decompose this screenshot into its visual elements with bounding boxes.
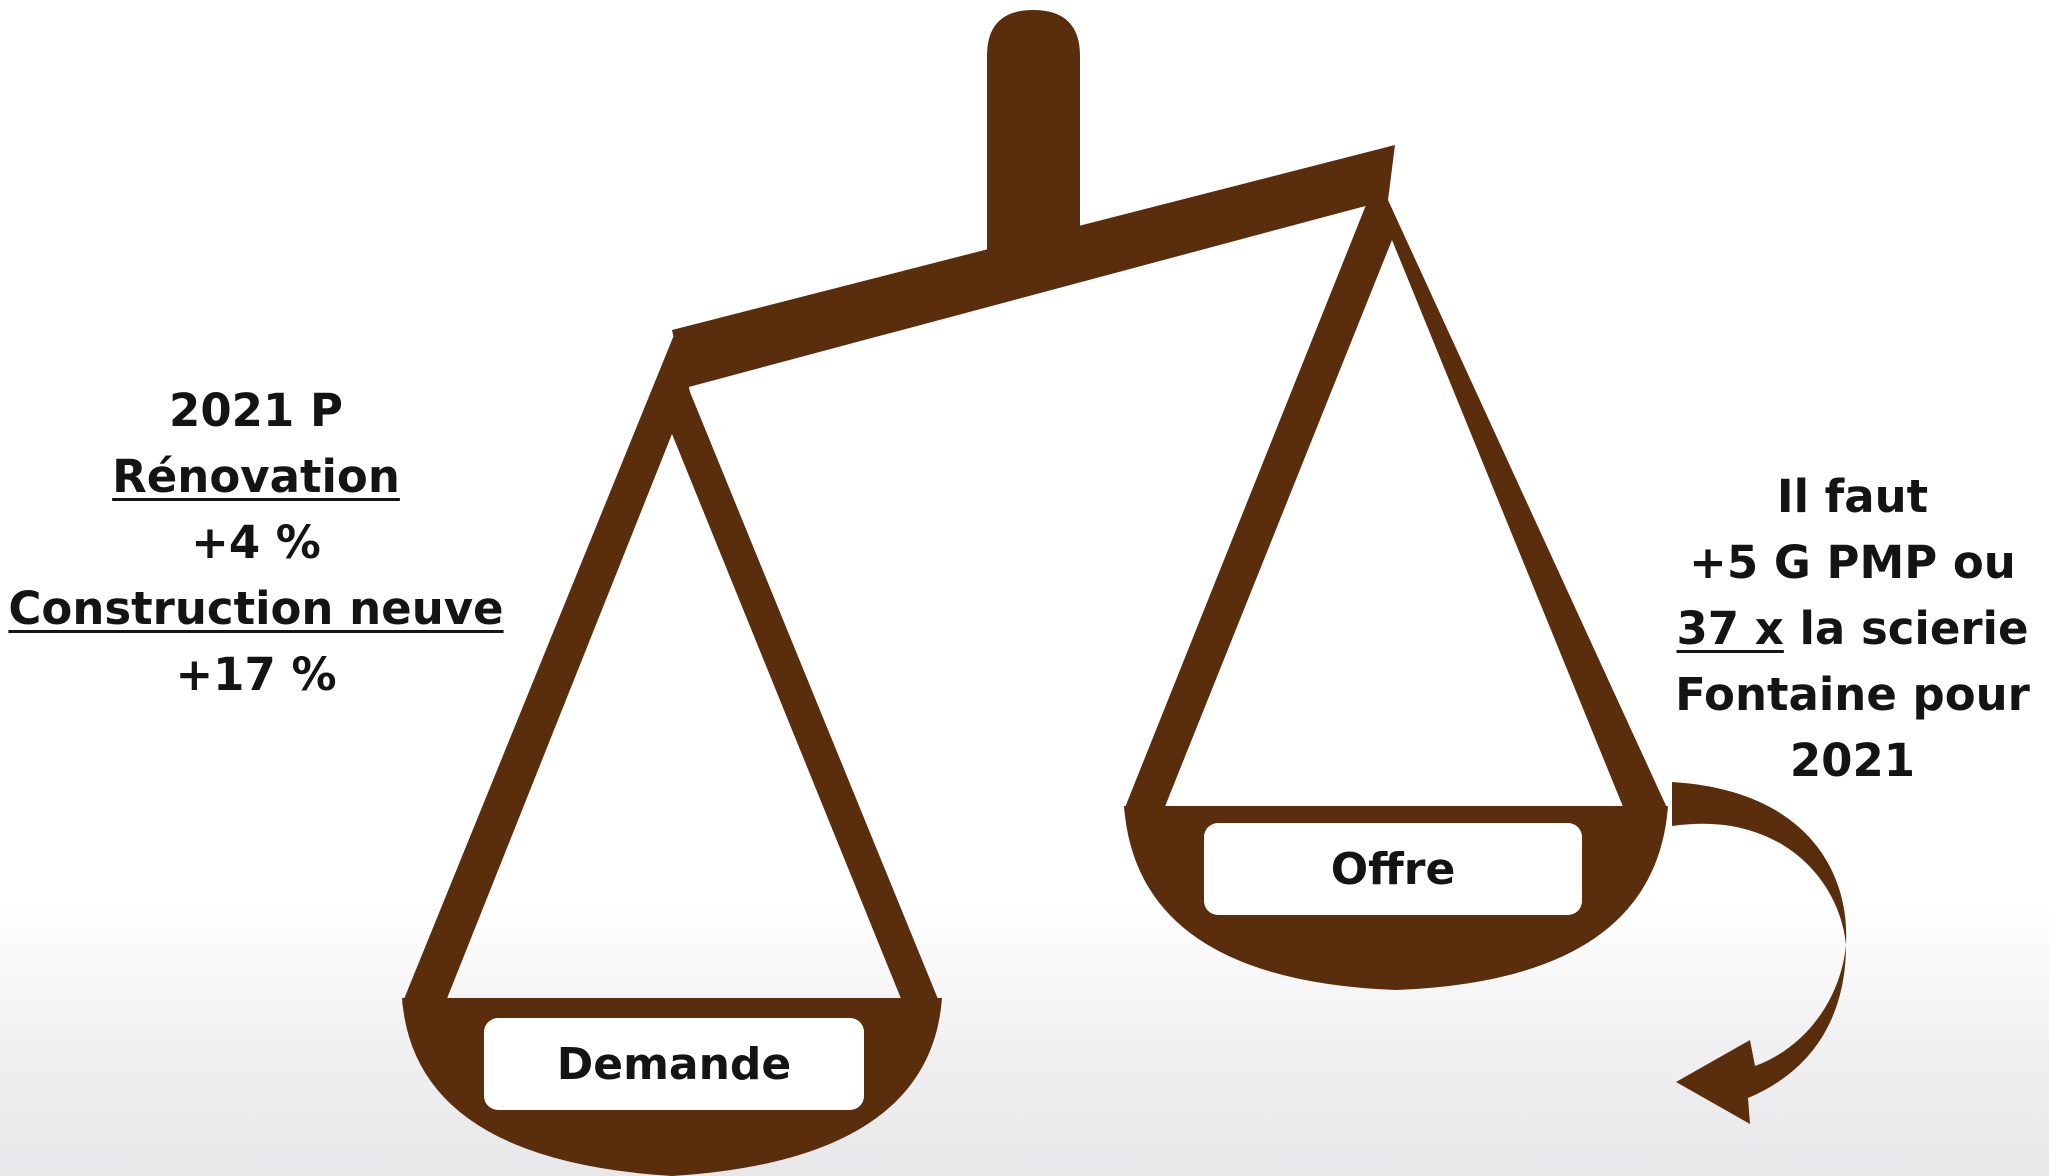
left-note-renovation-value: +4 % xyxy=(191,516,321,569)
left-note: 2021 P Rénovation +4 % Construction neuv… xyxy=(0,378,512,708)
right-note-line5: 2021 xyxy=(1789,734,1916,787)
curved-arrow-down-icon xyxy=(1672,782,1847,1124)
right-note-line2: +5 G PMP ou xyxy=(1689,536,2016,589)
right-note-multiplier: 37 x xyxy=(1676,602,1784,655)
left-note-construction-value: +17 % xyxy=(175,648,337,701)
left-note-year: 2021 P xyxy=(169,384,343,437)
right-pan-strings xyxy=(1124,145,1668,814)
left-note-renovation-heading: Rénovation xyxy=(112,450,400,503)
right-note: Il faut +5 G PMP ou 37 x la scierie Font… xyxy=(1660,464,2045,794)
right-note-line1: Il faut xyxy=(1776,470,1929,523)
left-pan-strings xyxy=(402,330,940,1006)
right-note-line3-rest: la scierie xyxy=(1783,602,2029,655)
right-note-line4: Fontaine pour xyxy=(1675,668,2030,721)
demande-label: Demande xyxy=(484,1018,864,1110)
left-note-construction-heading: Construction neuve xyxy=(8,582,504,635)
offre-label: Offre xyxy=(1204,823,1582,915)
scale-beam xyxy=(672,145,1395,388)
right-note-line3: 37 x la scierie xyxy=(1660,596,2045,662)
scale-post xyxy=(987,10,1080,250)
